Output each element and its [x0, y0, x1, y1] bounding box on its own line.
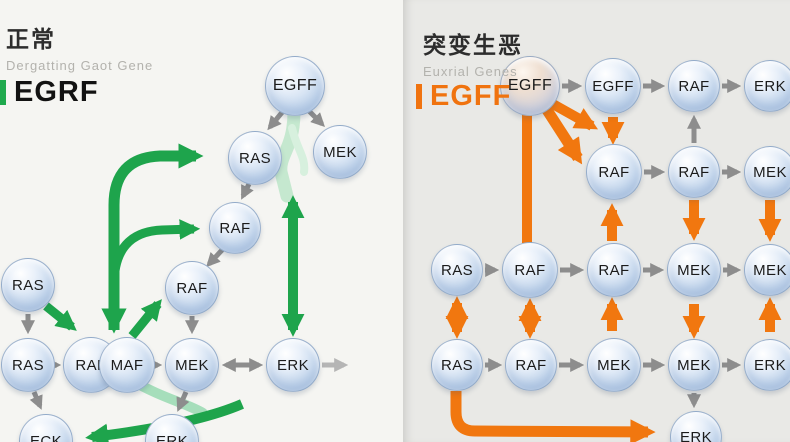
- left-gray-arrows: [21, 108, 349, 412]
- green-activation-arrows: [43, 143, 305, 442]
- arrow-ras-to-rafmaf: [43, 302, 77, 331]
- node-ras: RAS: [431, 339, 483, 391]
- right-title: 突变生恶: [423, 32, 523, 58]
- node-raf: RAF: [668, 60, 720, 112]
- arrow-egff-mek: [306, 108, 325, 127]
- node-ras: RAS: [228, 131, 282, 185]
- node-egff: EGFF: [585, 58, 641, 114]
- arrow-ras-curve-erk: [450, 391, 656, 442]
- node-maf: MAF: [99, 337, 155, 393]
- arrow-feedback-to-ras: [108, 143, 204, 330]
- arrow-mek-erk-down: [176, 390, 190, 412]
- green-accent-bar: [0, 80, 6, 105]
- node-erk: ERK: [744, 60, 790, 112]
- right-gray-arrows: [485, 79, 742, 409]
- arrow-maf-to-raf: [128, 299, 162, 339]
- node-ras: RAS: [1, 258, 55, 312]
- arrow-ras-eck: [29, 391, 43, 410]
- node-mek: MEK: [744, 244, 790, 296]
- node-erk: ERK: [266, 338, 320, 392]
- node-egff-mutant: EGFF: [500, 56, 560, 116]
- node-raf: RAF: [502, 242, 558, 298]
- node-erk: ERK: [744, 339, 790, 391]
- node-ras: RAS: [431, 244, 483, 296]
- left-title: 正常: [6, 26, 56, 52]
- node-egff: EGFF: [265, 56, 325, 116]
- arrow-raf-raf: [206, 247, 225, 268]
- node-raf: RAF: [165, 261, 219, 315]
- node-mek: MEK: [587, 338, 641, 392]
- node-mek: MEK: [165, 338, 219, 392]
- node-mek: MEK: [667, 243, 721, 297]
- right-subtitle: Euxrial Genes: [423, 64, 518, 79]
- node-mek: MEK: [313, 125, 367, 179]
- orange-accent-bar: [416, 84, 422, 109]
- left-subtitle: Dergatting Gaot Gene: [6, 58, 154, 73]
- left-gene-row: EGRF: [0, 76, 99, 109]
- node-mek: MEK: [744, 146, 790, 198]
- node-raf: RAF: [587, 243, 641, 297]
- arrow-egff-diag-2: [542, 107, 583, 165]
- right-gene-label: EGFF: [430, 80, 512, 112]
- orange-mutation-arrows: [445, 98, 782, 442]
- right-gene-row: EGFF: [416, 80, 511, 113]
- left-header: 正常 Dergatting Gaot Gene: [6, 20, 153, 73]
- arrow-ras-raf: [240, 182, 254, 200]
- node-raf: RAF: [505, 339, 557, 391]
- right-header: 突变生恶 Euxrial Genes: [423, 26, 523, 79]
- node-mek: MEK: [668, 339, 720, 391]
- left-gene-label: EGRF: [14, 76, 99, 108]
- arrow-egff-diag-1: [548, 98, 599, 131]
- node-raf: RAF: [586, 144, 642, 200]
- arrow-branch-to-raf: [109, 219, 201, 286]
- node-raf: RAF: [668, 146, 720, 198]
- node-erk: ERK: [670, 411, 722, 442]
- node-raf: RAF: [209, 202, 261, 254]
- node-ras: RAS: [1, 338, 55, 392]
